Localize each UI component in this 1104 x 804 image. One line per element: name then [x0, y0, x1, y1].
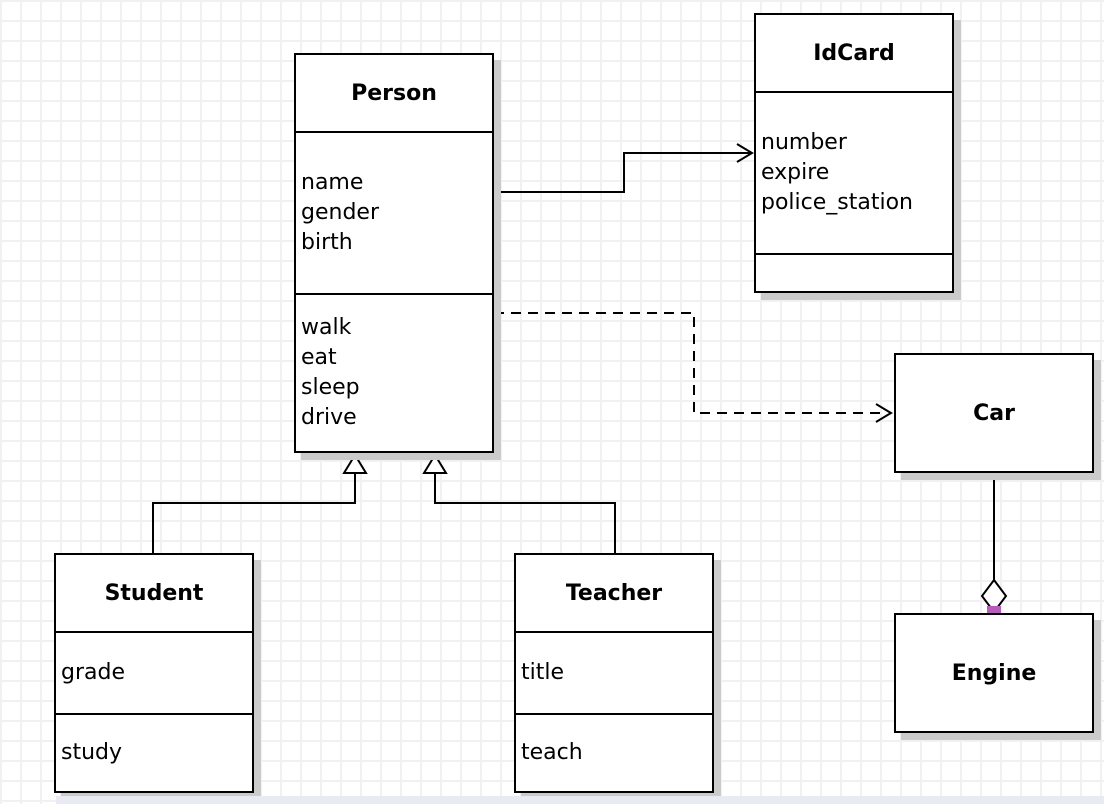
page-edge-strip	[56, 796, 1104, 804]
attribute: birth	[301, 230, 353, 255]
class-student[interactable]: Student grade study	[54, 553, 254, 793]
attribute: gender	[301, 200, 379, 225]
attribute: name	[301, 170, 364, 195]
class-engine[interactable]: Engine	[894, 613, 1094, 733]
class-teacher-attributes: title	[516, 633, 712, 713]
class-idcard-title: IdCard	[756, 15, 952, 93]
generalization-teacher-person[interactable]	[422, 453, 616, 553]
aggregation-car-engine[interactable]	[980, 466, 1008, 620]
method: drive	[301, 405, 357, 430]
method: teach	[521, 740, 583, 765]
class-car[interactable]: Car	[894, 353, 1094, 473]
open-arrowhead-icon	[875, 403, 893, 423]
class-teacher-methods: teach	[516, 713, 712, 791]
class-person-title: Person	[296, 55, 492, 133]
class-idcard-attributes: number expire police_station	[756, 93, 952, 253]
class-idcard-methods	[756, 253, 952, 291]
open-arrowhead-icon	[736, 143, 754, 163]
attribute: grade	[61, 660, 125, 685]
hollow-triangle-icon	[342, 453, 368, 474]
class-student-attributes: grade	[56, 633, 252, 713]
class-person-methods: walk eat sleep drive	[296, 293, 492, 451]
class-car-title: Car	[973, 400, 1015, 426]
class-teacher[interactable]: Teacher title teach	[514, 553, 714, 793]
attribute: title	[521, 660, 565, 685]
class-student-title: Student	[56, 555, 252, 633]
generalization-student-person[interactable]	[152, 453, 368, 553]
attribute: police_station	[761, 190, 913, 215]
class-idcard[interactable]: IdCard number expire police_station	[754, 13, 954, 293]
class-student-methods: study	[56, 713, 252, 791]
class-person[interactable]: Person name gender birth walk eat sleep …	[294, 53, 494, 453]
method: sleep	[301, 375, 360, 400]
class-teacher-title: Teacher	[516, 555, 712, 633]
method: eat	[301, 345, 337, 370]
attribute: expire	[761, 160, 830, 185]
method: study	[61, 740, 123, 765]
hollow-triangle-icon	[422, 453, 448, 474]
method: walk	[301, 315, 352, 340]
class-engine-title: Engine	[951, 660, 1037, 686]
attribute: number	[761, 130, 847, 155]
class-person-attributes: name gender birth	[296, 133, 492, 293]
dependency-person-car[interactable]	[494, 312, 893, 423]
association-person-idcard[interactable]	[494, 143, 754, 193]
